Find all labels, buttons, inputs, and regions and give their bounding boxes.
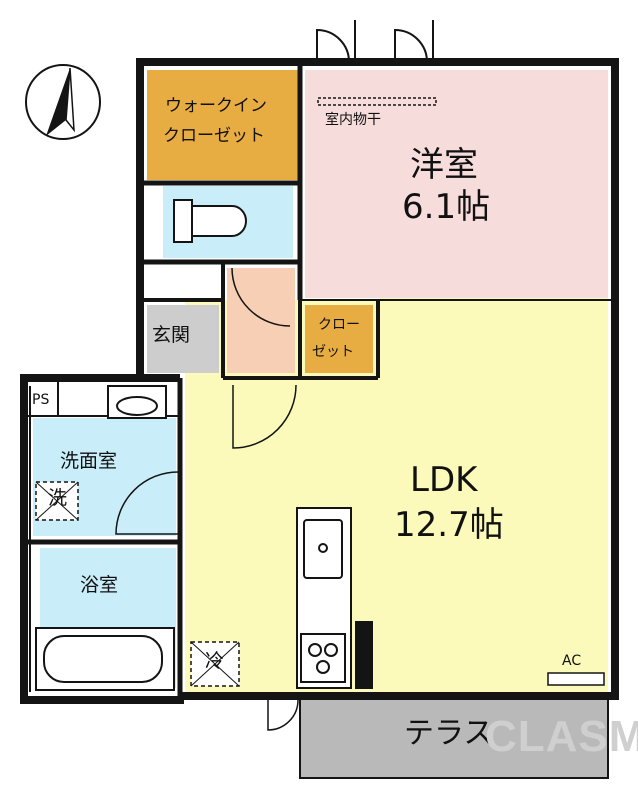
terrace-fill — [300, 698, 608, 778]
ldk-room-fill-upper — [380, 298, 608, 378]
washroom-label: 洗面室 — [60, 450, 118, 472]
drying-rail — [317, 97, 437, 106]
walk-in-closet-fill — [147, 70, 299, 180]
door-swing-icon — [316, 20, 434, 63]
hall-fill — [227, 268, 295, 373]
washer-spot — [35, 481, 79, 521]
door-swing-icon — [115, 267, 299, 731]
terrace-outline — [299, 697, 609, 779]
terrace-label: テラス — [404, 716, 494, 751]
fridge-mark: 冷 — [205, 650, 225, 672]
ldk-room-size: 12.7帖 — [394, 505, 504, 545]
walk-in-closet-label-line2: クローゼット — [163, 126, 265, 146]
closet-label-line1: クロー — [318, 317, 360, 333]
entrance-fill — [147, 305, 219, 373]
walk-in-closet-label-line1: ウォークイン — [165, 96, 267, 116]
bathtub-icon — [35, 627, 175, 691]
western-room-name: 洋室 — [410, 145, 478, 185]
closet-fill — [305, 305, 373, 373]
washer-mark: 洗 — [48, 487, 68, 509]
stove-icon — [300, 633, 346, 683]
western-room-fill — [305, 70, 608, 298]
air-conditioner-label: AC — [562, 653, 582, 669]
closet-label-line2: ゼット — [312, 344, 354, 360]
pipe-space-fill — [30, 386, 55, 414]
western-room-size: 6.1帖 — [402, 187, 491, 227]
bathroom-label: 浴室 — [80, 574, 119, 596]
ldk-room-name: LDK — [410, 460, 478, 500]
pipe-space-label: PS — [32, 392, 50, 408]
compass-north-icon — [25, 64, 101, 140]
air-conditioner-unit — [547, 672, 605, 686]
toilet-icon — [173, 199, 247, 243]
fridge-spot — [190, 641, 240, 687]
watermark: CLASM — [485, 712, 638, 761]
indoor-drying-label: 室内物干 — [325, 112, 381, 128]
entrance-label: 玄関 — [152, 324, 191, 346]
sink-icon — [107, 385, 167, 419]
